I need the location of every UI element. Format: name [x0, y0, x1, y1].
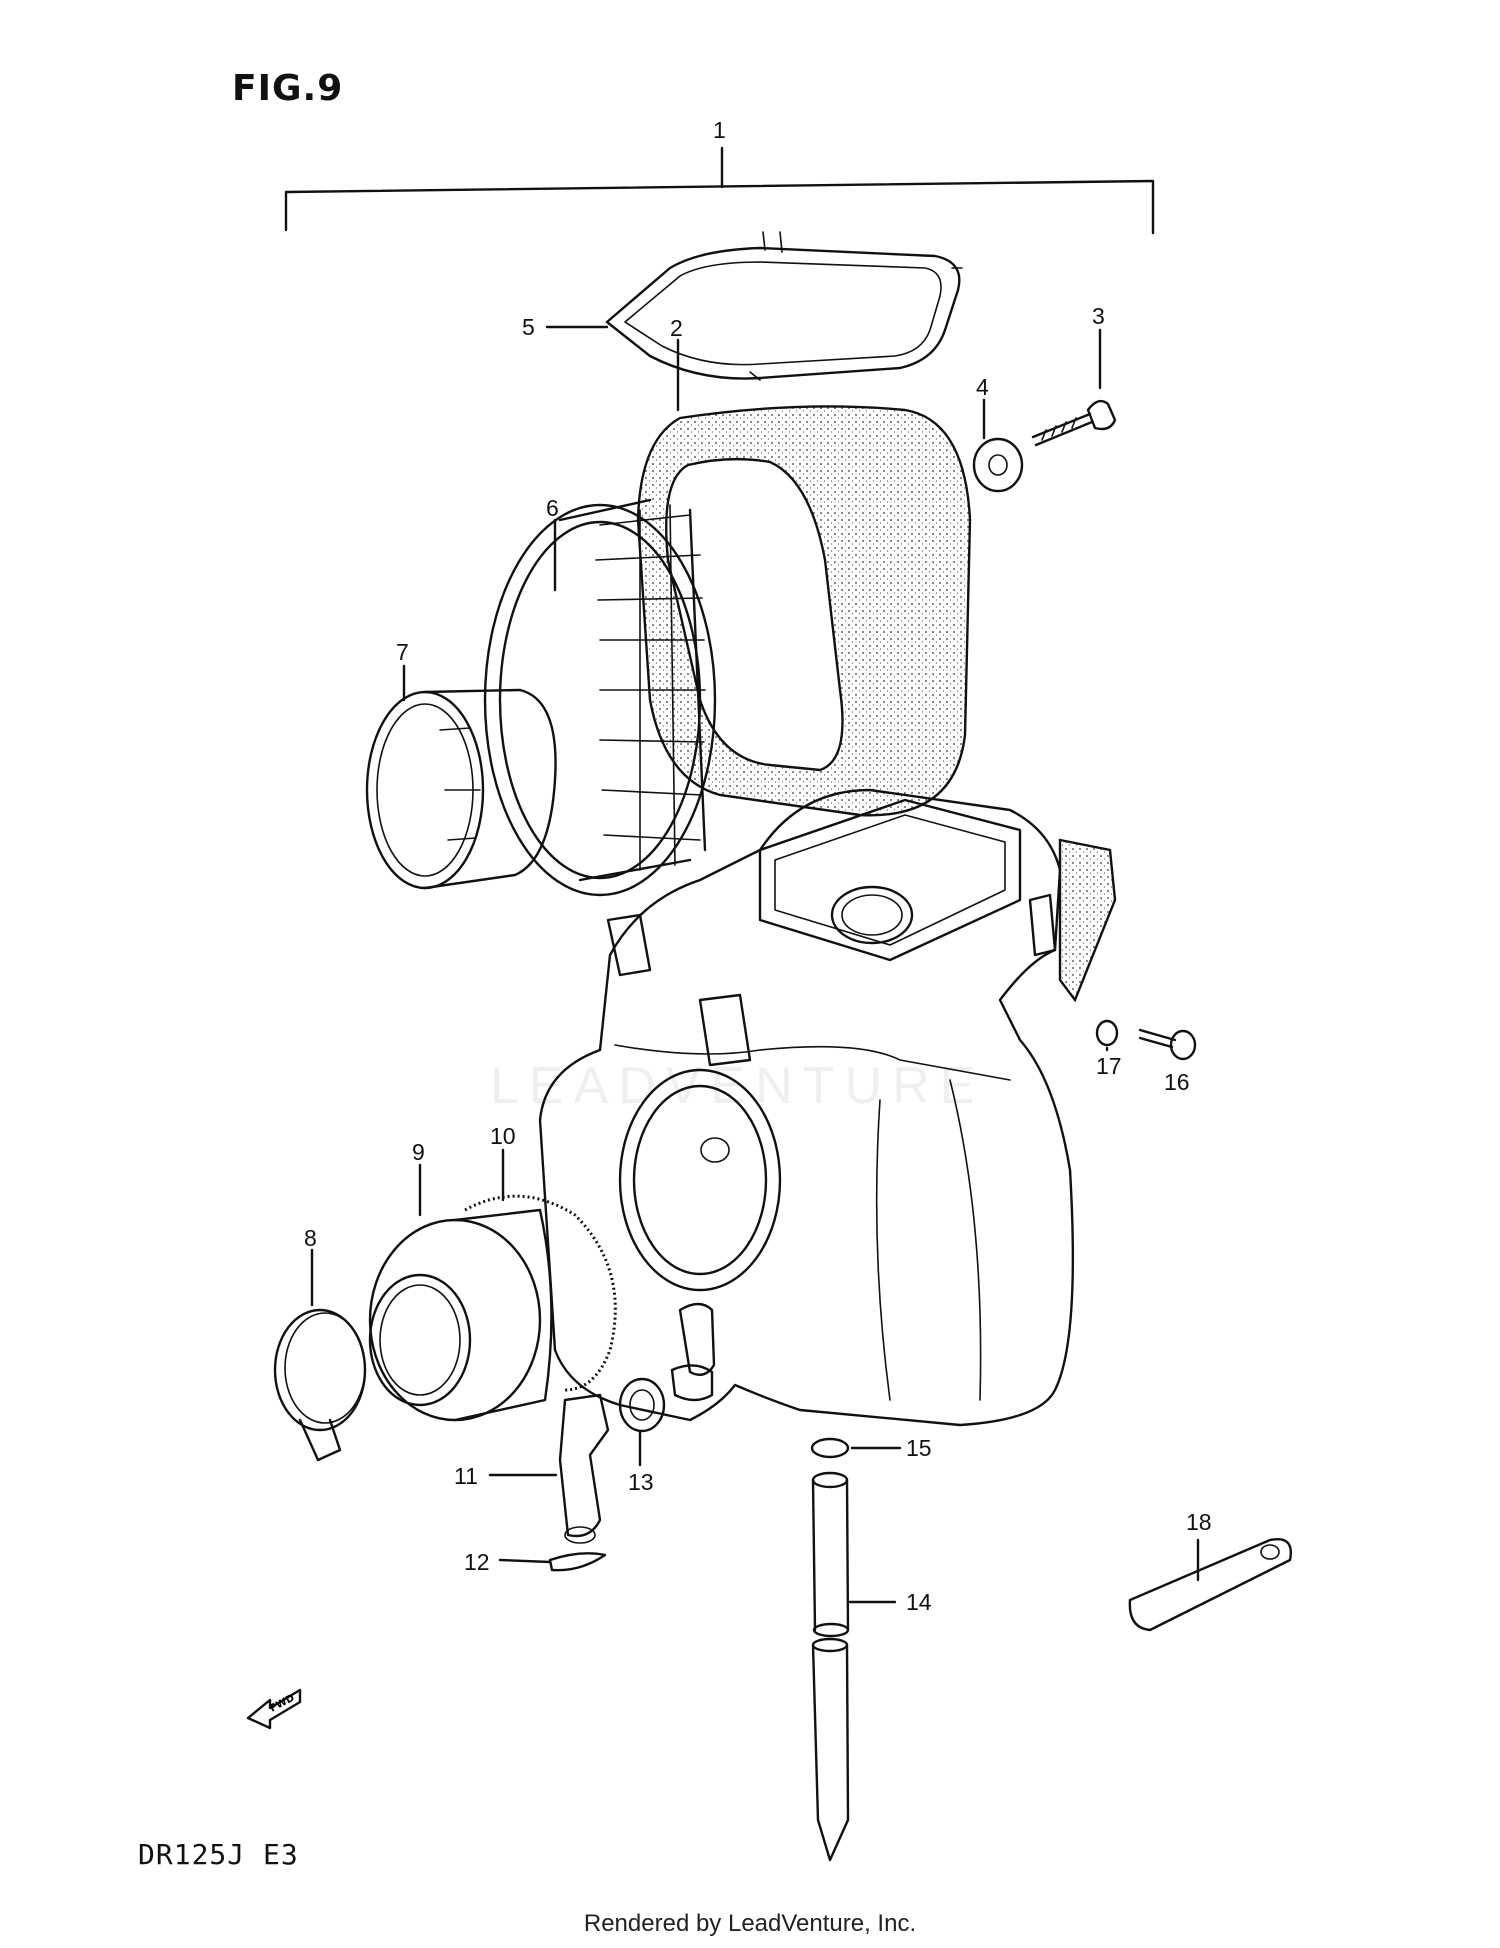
cover-plate-drawing — [545, 231, 963, 381]
callout-16: 16 — [1164, 1069, 1190, 1095]
figure-title: FIG.9 — [232, 68, 344, 109]
tube-clip-drawing — [810, 1437, 902, 1459]
drain-hose-drawing — [488, 1393, 610, 1544]
callout-4: 4 — [976, 374, 989, 400]
callout-7: 7 — [396, 639, 409, 665]
inner-screen-drawing — [365, 664, 557, 890]
clamp-drawing — [618, 1377, 666, 1467]
callout-9: 9 — [412, 1139, 425, 1165]
breather-tube-drawing — [811, 1471, 897, 1862]
callout-10: 10 — [490, 1123, 516, 1149]
bracket-drawing — [1128, 1538, 1292, 1632]
callout-17: 17 — [1096, 1053, 1122, 1079]
callout-15: 15 — [906, 1435, 932, 1461]
callout-5: 5 — [522, 314, 535, 340]
model-code: DR125J E3 — [138, 1838, 299, 1871]
filter-cage-drawing — [483, 498, 717, 897]
assembly-bracket — [284, 146, 1155, 235]
filter-element-drawing — [636, 338, 972, 817]
callout-11: 11 — [454, 1463, 478, 1489]
callout-8: 8 — [304, 1225, 317, 1251]
footer-credit: Rendered by LeadVenture, Inc. — [583, 1910, 917, 1937]
callout-13: 13 — [628, 1469, 654, 1495]
callout-2: 2 — [670, 315, 683, 341]
hose-clamp-drawing — [273, 1248, 367, 1462]
fwd-arrow: FWD — [246, 1688, 302, 1730]
screw-drawing — [1138, 1028, 1197, 1061]
callout-18: 18 — [1186, 1509, 1212, 1535]
airbox-housing-drawing — [538, 788, 1117, 1427]
callout-1: 1 — [713, 117, 726, 143]
washer-drawing — [972, 398, 1024, 493]
wing-bolt-drawing — [1031, 328, 1117, 447]
intake-boot-drawing — [368, 1163, 553, 1422]
callout-12: 12 — [464, 1549, 490, 1575]
grommet-drawing — [1095, 1019, 1119, 1052]
seal-ring-drawing — [464, 1148, 617, 1392]
callout-3: 3 — [1092, 303, 1105, 329]
hose-clip-drawing — [498, 1552, 607, 1572]
callout-14: 14 — [906, 1589, 932, 1615]
callout-6: 6 — [546, 495, 559, 521]
